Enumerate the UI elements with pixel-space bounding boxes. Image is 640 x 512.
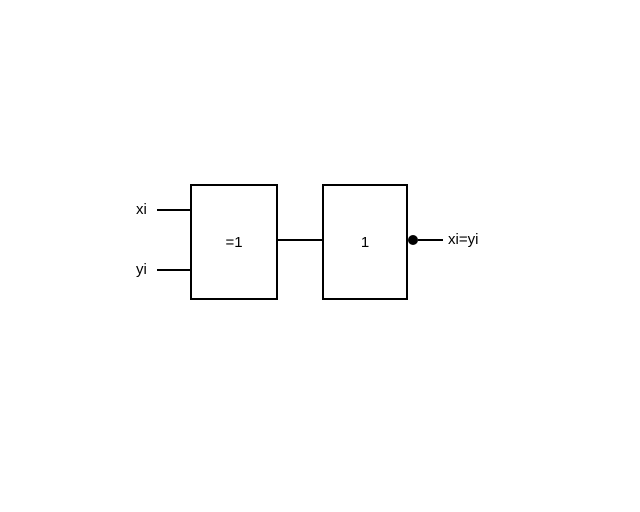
input-label-yi: yi [136,261,147,278]
buffer-gate-box: 1 [322,184,408,300]
wire-output [418,239,443,241]
xor-gate-label: =1 [225,233,243,251]
wire-input-yi [157,269,190,271]
xor-gate-box: =1 [190,184,278,300]
input-label-xi: xi [136,201,147,218]
wire-input-xi [157,209,190,211]
inversion-bubble-icon [408,235,418,245]
wire-between-gates [278,239,322,241]
buffer-gate-label: 1 [360,233,370,251]
output-label: xi=yi [448,231,479,248]
